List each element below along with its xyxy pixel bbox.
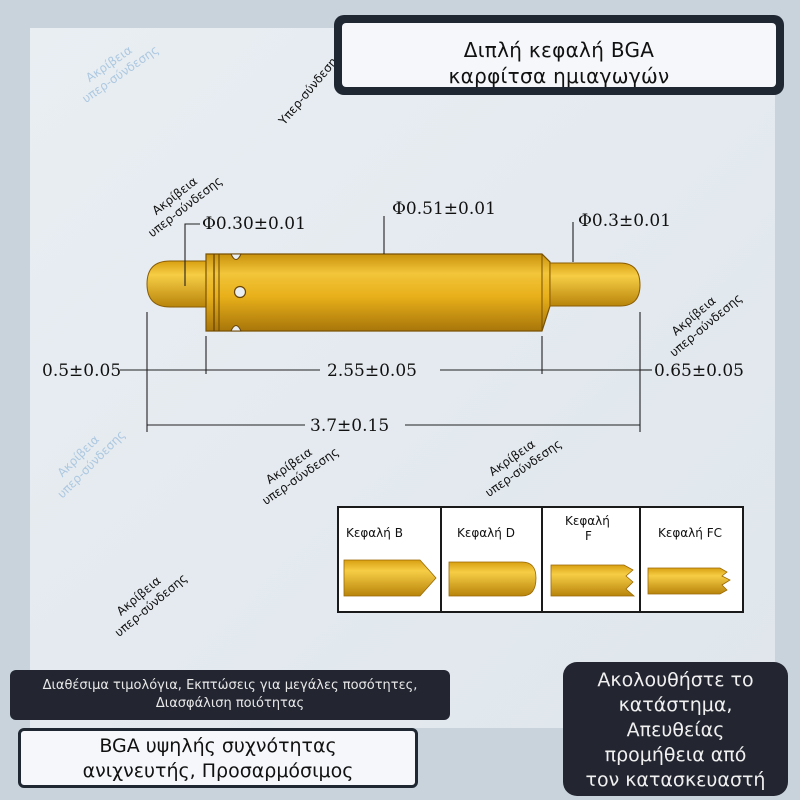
pin-right-tip [549,262,641,307]
dim-len-right: 0.65±0.05 [654,361,744,381]
title-line-2: καρφίτσα ημιαγωγών [448,64,670,87]
head-f-label-2: F [585,529,592,543]
barrel-hole [233,285,247,299]
store-line-4: προμήθεια από [604,744,747,766]
dimension-lines [120,216,652,432]
notch-bottom [230,325,242,332]
store-line-5: τον κατασκευαστή [585,769,766,791]
store-line-2: κατάστημα, [618,694,733,716]
dim-dia-mid: Φ0.51±0.01 [392,199,496,219]
head-b-label: Κεφαλή B [346,526,403,540]
promo-text: Διαθέσιμα τιμολόγια, Εκπτώσεις για μεγάλ… [42,678,418,711]
dim-dia-right: Φ0.3±0.01 [578,211,671,231]
head-d-label: Κεφαλή D [457,526,515,540]
title-panel: Διπλή κεφαλή BGA καρφίτσα ημιαγωγών [342,23,776,87]
dim-len-left: 0.5±0.05 [42,361,121,381]
store-banner[interactable]: Ακολουθήστε το κατάστημα, Απευθείας προμ… [563,662,788,796]
store-line-1: Ακολουθήστε το [597,669,754,691]
dim-len-mid: 2.55±0.05 [327,361,417,381]
head-f-label-1: Κεφαλή [565,514,610,528]
store-line-3: Απευθείας [626,719,725,741]
product-line-1: BGA υψηλής συχνότητας [99,735,337,757]
head-types-table: Κεφαλή B Κεφαλή D Κεφαλή F Κεφαλή FC [337,506,744,613]
title-frame: Διπλή κεφαλή BGA καρφίτσα ημιαγωγών [334,15,784,95]
notch-top [230,253,242,260]
head-f-shape [550,564,636,597]
pin-left-tip [146,260,207,308]
promo-banner: Διαθέσιμα τιμολόγια, Εκπτώσεις για μεγάλ… [10,670,450,720]
dim-len-total: 3.7±0.15 [310,416,389,436]
head-d-shape [448,561,537,597]
head-fc-shape [647,567,731,595]
head-fc-label: Κεφαλή FC [658,526,722,540]
head-b-shape [343,559,437,597]
product-line-2: ανιχνευτής, Προσαρμόσιμος [82,760,354,782]
pin-drawing [146,253,641,332]
pin-barrel [205,253,551,332]
title-line-1: Διπλή κεφαλή BGA [463,38,655,62]
dim-dia-left: Φ0.30±0.01 [202,214,306,234]
product-banner: BGA υψηλής συχνότητας ανιχνευτής, Προσαρ… [18,728,418,788]
